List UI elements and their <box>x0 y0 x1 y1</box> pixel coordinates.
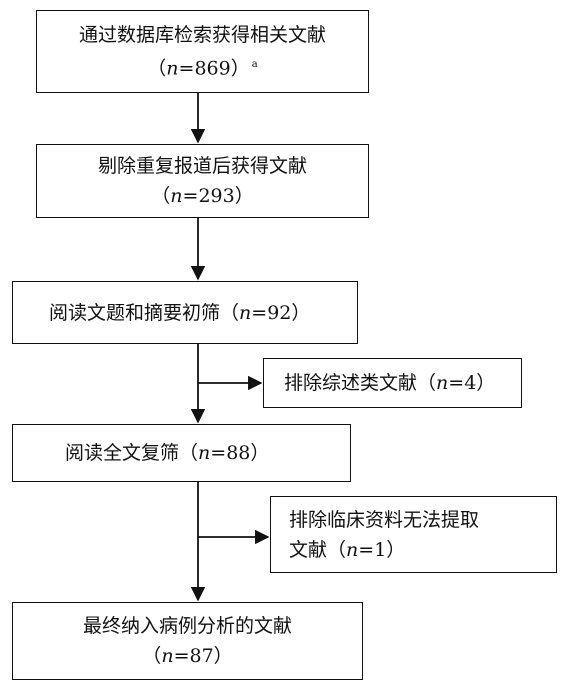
exclusion-count: 文献（n=1） <box>289 538 406 561</box>
step-count: （n=293） <box>151 185 254 207</box>
step-text: 通过数据库检索获得相关文献 <box>78 23 326 46</box>
step-text: 阅读全文复筛（n=88） <box>65 442 270 464</box>
step-box-title-abstract: 阅读文题和摘要初筛（n=92） <box>12 281 358 344</box>
step-count: （n=869）a <box>147 57 258 80</box>
footnote-marker: a <box>251 58 258 70</box>
step-text: 剔除重复报道后获得文献 <box>97 155 307 177</box>
exclusion-box-clinical-data: 排除临床资料无法提取 文献（n=1） <box>270 496 557 573</box>
step-box-fulltext: 阅读全文复筛（n=88） <box>12 424 351 482</box>
step-box-search: 通过数据库检索获得相关文献 （n=869）a <box>36 10 369 93</box>
step-count: （n=87） <box>142 645 233 667</box>
exclusion-text: 排除临床资料无法提取 <box>289 508 480 531</box>
step-box-final: 最终纳入病例分析的文献 （n=87） <box>12 602 363 680</box>
step-box-dedup: 剔除重复报道后获得文献 （n=293） <box>36 144 369 218</box>
step-text: 阅读文题和摘要初筛（n=92） <box>49 301 311 324</box>
step-text: 最终纳入病例分析的文献 <box>82 615 292 637</box>
exclusion-box-reviews: 排除综述类文献（n=4） <box>263 358 522 408</box>
exclusion-text: 排除综述类文献（n=4） <box>284 372 496 394</box>
